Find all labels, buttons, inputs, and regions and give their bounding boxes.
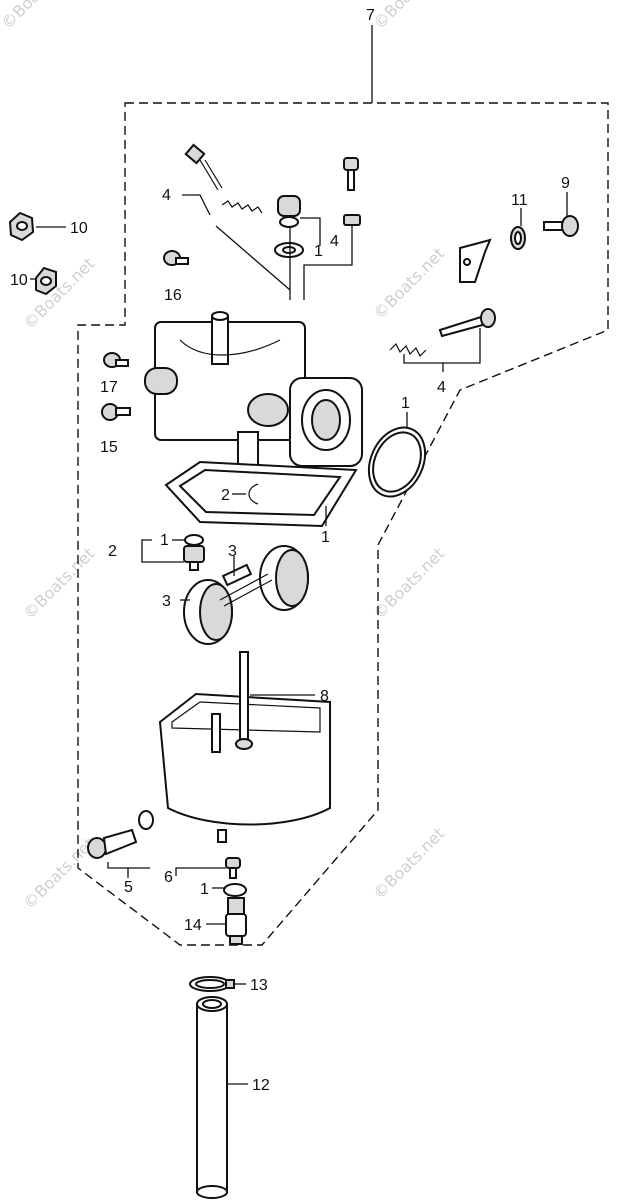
watermark-text: ©Boats.net — [19, 254, 98, 333]
callout-11: 11 — [511, 192, 528, 209]
screw-icon — [103, 352, 129, 368]
hose-clip-icon — [189, 976, 235, 992]
leader-line — [303, 226, 353, 300]
fuel-tube-icon — [196, 996, 228, 1199]
screw-icon — [163, 250, 189, 266]
callout-9: 9 — [561, 175, 570, 192]
float-icon — [183, 545, 309, 645]
callout-4: 4 — [330, 233, 339, 250]
carburetor-body-icon — [144, 311, 363, 479]
callout-15: 15 — [100, 439, 118, 456]
screw-icon — [225, 857, 241, 879]
callout-4: 4 — [162, 187, 171, 204]
watermark-text: ©Boats.net — [0, 0, 76, 33]
watermark-text: ©Boats.net — [369, 0, 448, 33]
gasket-icon — [223, 883, 247, 897]
float-bowl-icon — [158, 651, 331, 843]
callout-1: 1 — [401, 395, 410, 412]
screw-icon — [543, 215, 579, 237]
leader-line — [300, 217, 321, 246]
needle-valve-icon — [225, 897, 247, 945]
callout-5: 5 — [124, 879, 133, 896]
watermark-text: ©Boats.net — [369, 244, 448, 323]
callout-labels: 7 4 1 4 9 11 10 10 16 17 15 4 1 2 1 1 2 … — [10, 7, 570, 1094]
nut-icon — [35, 266, 57, 296]
leader-line — [107, 862, 150, 869]
assembly-boundary — [77, 102, 609, 946]
callout-13: 13 — [250, 977, 268, 994]
callout-2: 2 — [221, 487, 230, 504]
callout-2: 2 — [108, 543, 117, 560]
leader-line — [403, 328, 481, 364]
nut-icon — [8, 211, 35, 242]
callout-14: 14 — [184, 917, 202, 934]
screw-icon — [277, 195, 301, 228]
callout-6: 6 — [164, 869, 173, 886]
callout-1: 1 — [321, 529, 330, 546]
callout-3: 3 — [228, 543, 237, 560]
callout-12: 12 — [252, 1077, 270, 1094]
callout-17: 17 — [100, 379, 118, 396]
screw-icon — [343, 157, 361, 226]
callout-10: 10 — [70, 220, 88, 237]
gasket-icon — [164, 460, 358, 528]
screw-icon — [87, 810, 154, 859]
watermark-text: ©Boats.net — [369, 824, 448, 903]
spring-icon — [510, 226, 526, 250]
clip-icon — [248, 483, 259, 505]
spring-icon — [221, 200, 263, 214]
callout-3: 3 — [162, 593, 171, 610]
screw-icon — [101, 403, 131, 421]
spring-icon — [389, 342, 427, 358]
callout-16: 16 — [164, 287, 182, 304]
leader-line — [175, 867, 226, 876]
callout-1: 1 — [160, 532, 169, 549]
watermark-text: ©Boats.net — [19, 834, 98, 913]
watermark-text: ©Boats.net — [369, 544, 448, 623]
leader-line — [215, 225, 291, 291]
callout-7: 7 — [366, 7, 375, 24]
callout-1: 1 — [200, 881, 209, 898]
callout-4: 4 — [437, 379, 446, 396]
watermark-text: ©Boats.net — [19, 544, 98, 623]
needle-valve-icon — [438, 308, 496, 338]
leader-line — [141, 539, 184, 563]
gasket-icon — [367, 426, 427, 498]
callout-1: 1 — [314, 243, 323, 260]
leader-line — [182, 194, 211, 216]
needle-valve-icon — [183, 534, 205, 571]
gasket-icon — [274, 242, 304, 258]
callout-10: 10 — [10, 272, 28, 289]
needle-valve-icon — [184, 143, 223, 191]
bracket-icon — [459, 238, 492, 283]
callout-8: 8 — [320, 688, 329, 705]
